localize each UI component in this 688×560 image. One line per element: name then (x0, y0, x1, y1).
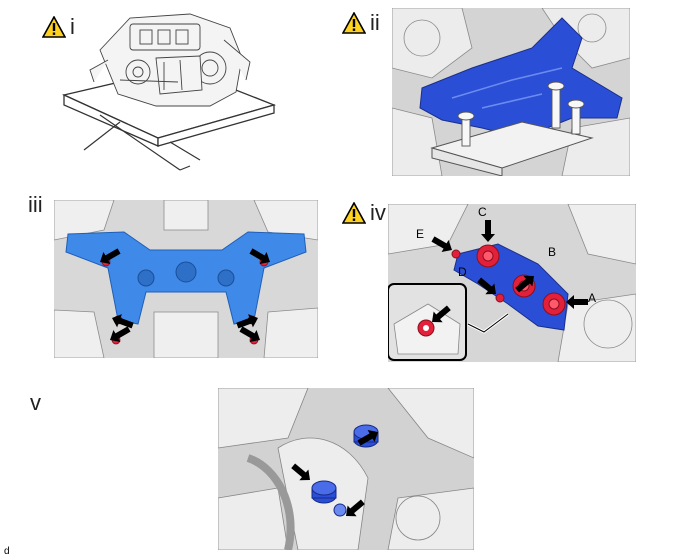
arrow-icon (432, 305, 451, 323)
callout-b: B (548, 245, 556, 259)
warning-icon (342, 12, 366, 34)
arrow-icon (239, 326, 260, 343)
step-label-ii: ii (370, 10, 380, 35)
subframe-lowering-photo (392, 8, 630, 176)
arrow-icon (566, 295, 588, 309)
callout-e: E (416, 227, 424, 241)
arrow-icon (431, 236, 452, 253)
callout-c: C (478, 205, 487, 219)
warning-icon (42, 16, 66, 38)
callout-a: A (588, 291, 596, 305)
step-label-iv: iv (370, 200, 386, 225)
engine-on-table-illustration (60, 10, 280, 180)
subframe-bolts-photo (54, 200, 318, 358)
arrow-icon (249, 248, 270, 265)
figure-id: d (4, 546, 10, 557)
arrow-icon (357, 429, 378, 446)
arrow-icon (236, 314, 258, 329)
detail-inset (388, 283, 509, 361)
engine-mount-bolts-photo (218, 388, 474, 550)
arrow-icon (100, 248, 121, 265)
arrow-icon (477, 277, 496, 295)
callout-d: D (458, 265, 467, 279)
step-label-iii: iii (28, 192, 43, 217)
arrow-icon (481, 220, 495, 242)
bracket-bolts-photo: A B C D E (388, 204, 636, 362)
arrow-icon (515, 275, 534, 293)
step-label-i: i (70, 14, 75, 39)
arrow-icon (112, 314, 134, 329)
warning-icon (342, 202, 366, 224)
arrow-icon (291, 463, 310, 481)
arrow-icon (346, 499, 365, 517)
arrow-icon (110, 326, 131, 343)
step-label-v: v (30, 390, 41, 415)
